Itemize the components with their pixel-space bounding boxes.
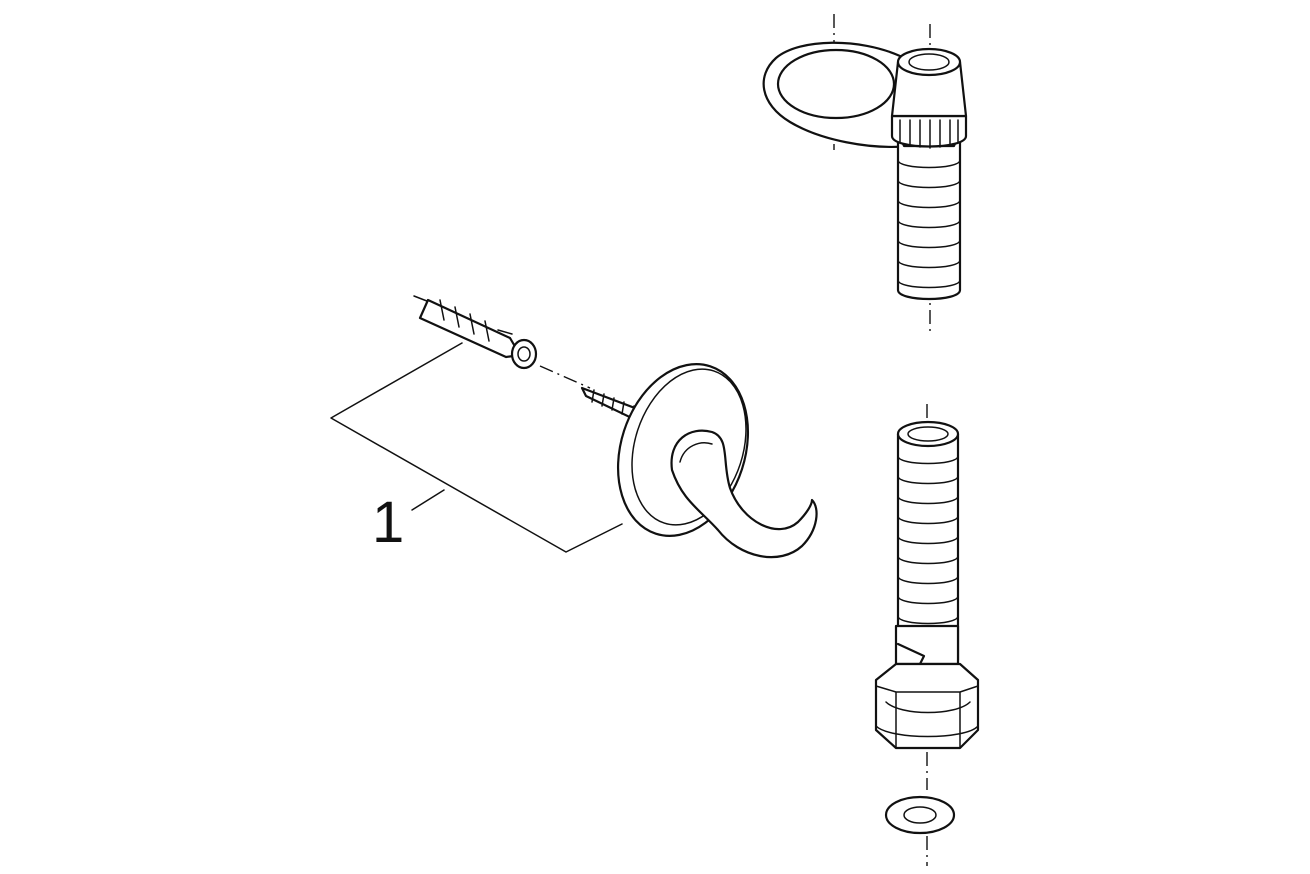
plug-axis [539, 365, 591, 389]
hex-nut [874, 662, 980, 750]
washer [884, 795, 956, 835]
wall-hook [616, 363, 818, 559]
callout-1-leader [330, 342, 623, 553]
ring-clamp-fitting [762, 14, 968, 335]
threaded-connector [894, 404, 960, 666]
callout-number-1: 1 [372, 490, 405, 555]
wall-plug [413, 295, 538, 370]
